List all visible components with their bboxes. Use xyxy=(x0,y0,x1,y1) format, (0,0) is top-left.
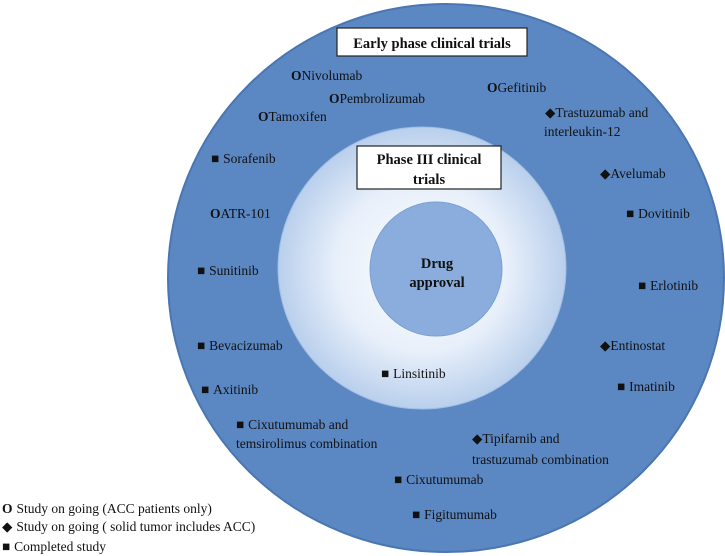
drug-label-trastuzumab-il12-line2: interleukin-12 xyxy=(544,124,620,139)
completed-marker: ■ xyxy=(197,338,205,353)
ongoing-acc-marker: O xyxy=(329,91,340,106)
drug-approval-circle xyxy=(369,201,503,337)
phase-three-title-line2: trials xyxy=(413,172,446,188)
completed-marker: ■ xyxy=(626,206,634,221)
drug-label-entinostat: ◆Entinostat xyxy=(600,338,665,353)
completed-marker: ■ xyxy=(394,472,402,487)
legend-item-ongoing-solid: ◆Study on going ( solid tumor includes A… xyxy=(2,519,255,534)
legend-item-completed: ■Completed study xyxy=(2,539,106,554)
drug-label-avelumab: ◆Avelumab xyxy=(600,166,666,181)
completed-marker: ■ xyxy=(211,151,219,166)
completed-marker: ■ xyxy=(381,366,389,381)
completed-marker: ■ xyxy=(617,379,625,394)
drug-label-cixutumumab-tems-line1: ■Cixutumumab and xyxy=(236,417,349,432)
drug-label-linsitinib: ■Linsitinib xyxy=(381,366,446,381)
drug-label-atr101: OATR-101 xyxy=(210,206,271,221)
completed-marker: ■ xyxy=(2,539,10,554)
ongoing-solid-marker: ◆ xyxy=(2,519,13,534)
drug-approval-line1: Drug xyxy=(421,256,454,272)
drug-label-gefitinib: OGefitinib xyxy=(487,80,547,95)
completed-marker: ■ xyxy=(236,417,244,432)
drug-label-cixutumumab-tems-line2: temsirolimus combination xyxy=(236,436,378,451)
drug-label-bevacizumab: ■Bevacizumab xyxy=(197,338,283,353)
ongoing-acc-marker: O xyxy=(487,80,498,95)
drug-label-imatinib: ■Imatinib xyxy=(617,379,675,394)
early-phase-title-box xyxy=(336,27,528,57)
drug-label-axitinib: ■Axitinib xyxy=(201,382,258,397)
ongoing-acc-marker: O xyxy=(291,68,302,83)
drug-approval-line2: approval xyxy=(409,275,464,291)
drug-label-sorafenib: ■Sorafenib xyxy=(211,151,276,166)
completed-marker: ■ xyxy=(412,507,420,522)
drug-label-pembrolizumab: OPembrolizumab xyxy=(329,91,425,106)
ongoing-acc-marker: O xyxy=(258,109,269,124)
ongoing-solid-marker: ◆ xyxy=(600,166,611,181)
completed-marker: ■ xyxy=(201,382,209,397)
drug-label-tamoxifen: OTamoxifen xyxy=(258,109,327,124)
phase-three-title-box xyxy=(356,145,502,190)
drug-label-sunitinib: ■Sunitinib xyxy=(197,263,259,278)
drug-label-dovitinib: ■Dovitinib xyxy=(626,206,690,221)
drug-label-trastuzumab-il12-line1: ◆Trastuzumab and xyxy=(545,105,649,120)
ongoing-solid-marker: ◆ xyxy=(472,431,483,446)
early-phase-title: Early phase clinical trials xyxy=(353,36,511,52)
ongoing-solid-marker: ◆ xyxy=(545,105,556,120)
drug-label-nivolumab: ONivolumab xyxy=(291,68,363,83)
drug-label-cixutumumab: ■Cixutumumab xyxy=(394,472,484,487)
phase-three-title-line1: Phase III clinical xyxy=(377,152,482,168)
completed-marker: ■ xyxy=(197,263,205,278)
drug-label-tipifarnib-line1: ◆Tipifarnib and xyxy=(472,431,560,446)
drug-label-figitumumab: ■Figitumumab xyxy=(412,507,497,522)
ongoing-acc-marker: O xyxy=(2,501,13,516)
ongoing-acc-marker: O xyxy=(210,206,221,221)
completed-marker: ■ xyxy=(638,278,646,293)
ongoing-solid-marker: ◆ xyxy=(600,338,611,353)
drug-label-tipifarnib-line2: trastuzumab combination xyxy=(472,452,609,467)
drug-label-erlotinib: ■Erlotinib xyxy=(638,278,698,293)
